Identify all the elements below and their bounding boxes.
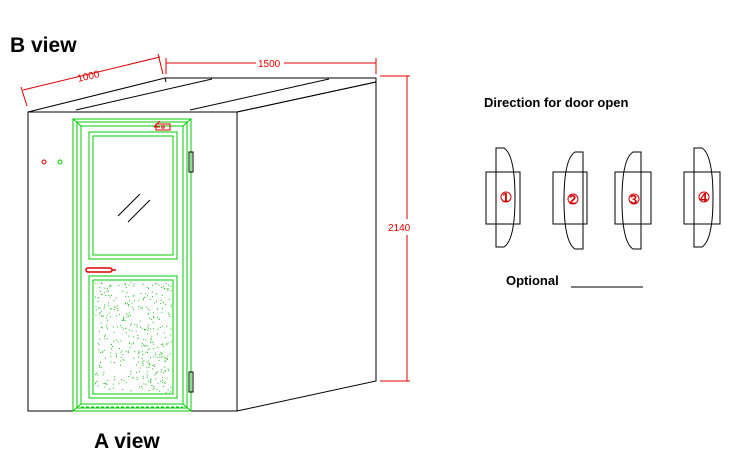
- height-dimension-label: 2140: [388, 223, 411, 234]
- door-option-1-label: 1: [502, 190, 509, 205]
- height-dimension: [380, 75, 410, 382]
- door-latch: [153, 120, 171, 131]
- depth-dimension: [20, 53, 164, 107]
- green-indicator-light: [57, 159, 63, 165]
- door-panel-texture: [95, 282, 172, 393]
- door-handle: [85, 267, 116, 273]
- a-view-label: A view: [94, 430, 160, 453]
- door-option-3-label: 3: [630, 192, 637, 207]
- width-dimension: [165, 58, 377, 74]
- glass-reflection: [117, 193, 151, 223]
- door-option-2-label: 2: [569, 192, 576, 207]
- cabinet-outline: [27, 77, 377, 412]
- direction-title: Direction for door open: [484, 95, 629, 110]
- door-hinges: [188, 151, 194, 393]
- door-option-2: [552, 151, 588, 250]
- red-indicator-light: [41, 159, 47, 165]
- b-view-label: B view: [10, 34, 77, 57]
- door: [72, 118, 192, 412]
- door-option-1: [485, 147, 521, 248]
- width-dimension-label: 1500: [258, 59, 281, 70]
- door-option-4-label: 4: [700, 190, 708, 205]
- door-option-4: [683, 147, 721, 248]
- optional-label: Optional: [506, 273, 559, 288]
- depth-dimension-label: 1000: [76, 69, 101, 85]
- door-option-3: [614, 151, 652, 250]
